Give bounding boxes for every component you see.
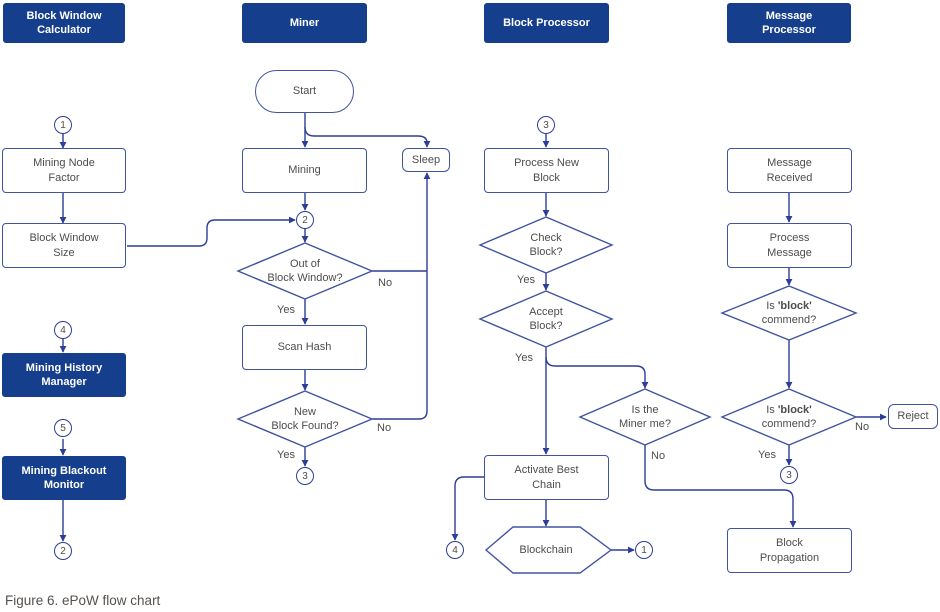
lane-header-miner: Miner (242, 3, 367, 43)
figure-caption: Figure 6. ePoW flow chart (5, 593, 161, 608)
decision-accept-block-shape (478, 290, 614, 348)
edge-branch-to-sleep-top (304, 126, 431, 148)
node-mining-history-manager: Mining History Manager (2, 353, 126, 397)
connector-circle-5-left: 5 (54, 419, 72, 437)
node-mining-blackout-monitor: Mining Blackout Monitor (2, 456, 126, 500)
connector-circle-1-out: 1 (635, 541, 653, 559)
node-scan-hash: Scan Hash (242, 325, 367, 370)
connector-circle-3-block: 3 (537, 116, 555, 134)
connector-circle-4-out: 4 (446, 541, 464, 559)
decision-is-miner-me-shape (578, 388, 712, 446)
node-start: Start (255, 70, 354, 113)
connector-circle-1-top: 1 (54, 116, 72, 134)
edge-label-no-commend2: No (855, 421, 870, 433)
connector-circle-2-bottom: 2 (54, 542, 72, 560)
lane-header-block-window-calculator: Block Window Calculator (3, 3, 125, 43)
decision-is-block-commend-1-shape (720, 285, 858, 341)
node-blockchain-hexagon-shape (484, 526, 613, 574)
node-sleep: Sleep (402, 148, 450, 172)
edge-label-yes-new-block-found: Yes (277, 449, 295, 461)
connector-circle-3-msg: 3 (780, 466, 798, 484)
decision-new-block-found-shape (236, 390, 374, 448)
edge-label-no-is-miner-me: No (651, 450, 666, 462)
edge-label-yes-accept-block: Yes (515, 352, 533, 364)
connector-circle-2-miner: 2 (296, 211, 314, 229)
edge-new-block-no-to-sleep (372, 172, 431, 420)
edge-label-no-new-block-found: No (377, 422, 392, 434)
edge-label-yes-out-of-block-window: Yes (277, 304, 295, 316)
node-mining-node-factor: Mining Node Factor (2, 148, 126, 193)
node-block-propagation: Block Propagation (727, 528, 852, 573)
node-mining: Mining (242, 148, 367, 193)
connector-circle-3-miner: 3 (296, 467, 314, 485)
edge-miner-me-no-to-block-propagation (644, 445, 797, 528)
connector-circle-4-left: 4 (54, 321, 72, 339)
edge-label-yes-commend2: Yes (758, 449, 776, 461)
lane-header-block-processor: Block Processor (484, 3, 609, 43)
edge-bws-to-c2-miner (127, 216, 296, 247)
lane-header-message-processor: Message Processor (727, 3, 851, 43)
node-activate-best-chain: Activate Best Chain (484, 455, 609, 500)
decision-is-block-commend-2-shape (720, 388, 858, 446)
node-message-received: Message Received (727, 148, 852, 193)
decision-out-of-block-window-shape (236, 242, 374, 300)
edge-branch-to-is-miner-me (545, 356, 649, 389)
node-block-window-size: Block Window Size (2, 223, 126, 268)
edge-activate-to-c4-out (451, 476, 484, 541)
node-process-message: Process Message (727, 223, 852, 268)
node-process-new-block: Process New Block (484, 148, 609, 193)
node-reject: Reject (888, 404, 938, 429)
edge-label-yes-check-block: Yes (517, 274, 535, 286)
decision-check-block-shape (478, 216, 614, 274)
edge-label-no-out-of-block-window: No (378, 277, 393, 289)
